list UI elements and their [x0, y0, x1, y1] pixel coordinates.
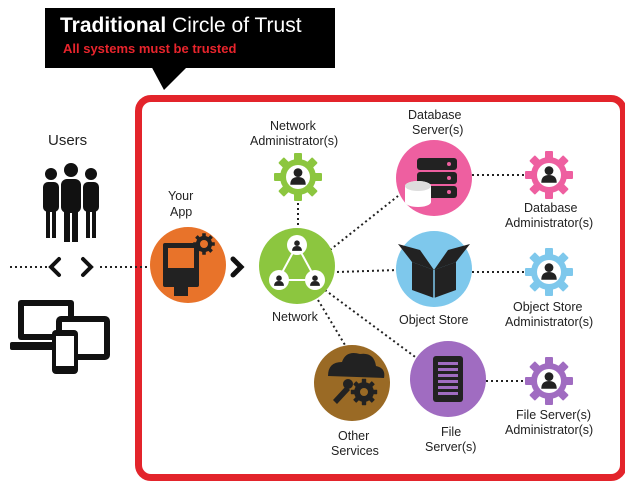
users-group-icon [43, 163, 99, 242]
database-admin-label-1: Database [524, 201, 578, 215]
connectors [10, 174, 528, 382]
chevron-right-icon [230, 256, 245, 278]
other-services-label-1: Other [338, 429, 370, 443]
file-server-admin-label-1: File Server(s) [516, 408, 592, 422]
object-store-admin-label-1: Object Store [513, 300, 583, 314]
connector-network-database [329, 195, 399, 251]
database-admin-gear-icon [525, 151, 573, 199]
callout-tail [150, 64, 190, 90]
file-server-label-2: Server(s) [425, 440, 477, 454]
your-app-label-1: Your [168, 189, 194, 203]
connector-network-fileserver [324, 289, 423, 363]
your-app-label-2: App [170, 205, 193, 219]
other-services-label-2: Services [331, 444, 379, 458]
object-store-label: Object Store [399, 313, 469, 327]
object-store-node [396, 231, 472, 307]
other-services-node [314, 345, 390, 421]
callout-title-bold: Traditional [60, 14, 167, 37]
devices-icon [10, 300, 110, 374]
callout-title: Traditional Circle of Trust [60, 14, 302, 38]
database-admin-label-2: Administrator(s) [505, 216, 594, 230]
users-label: Users [48, 132, 88, 149]
connector-network-other [317, 299, 346, 346]
code-brackets-icon [48, 257, 94, 277]
file-server-label-1: File [441, 425, 462, 439]
database-server-label-1: Database [408, 108, 462, 122]
file-server-admin-label-2: Administrator(s) [505, 423, 594, 437]
your-app-node [150, 227, 226, 303]
network-admin-label-2: Administrator(s) [250, 134, 339, 148]
network-label: Network [272, 310, 318, 324]
network-admin-gear-icon [274, 153, 322, 201]
file-server-node [410, 341, 486, 417]
object-store-admin-gear-icon [525, 248, 573, 296]
network-admin-label-1: Network [270, 119, 316, 133]
object-store-admin-label-2: Administrator(s) [505, 315, 594, 329]
title-callout [45, 8, 335, 68]
network-node [259, 228, 335, 304]
file-server-admin-gear-icon [525, 357, 573, 405]
callout-subtitle: All systems must be trusted [63, 41, 237, 56]
connector-network-objectstore [336, 269, 399, 273]
callout-title-rest: Circle of Trust [166, 14, 302, 37]
database-server-label-2: Server(s) [412, 123, 464, 137]
database-server-node [396, 140, 472, 216]
